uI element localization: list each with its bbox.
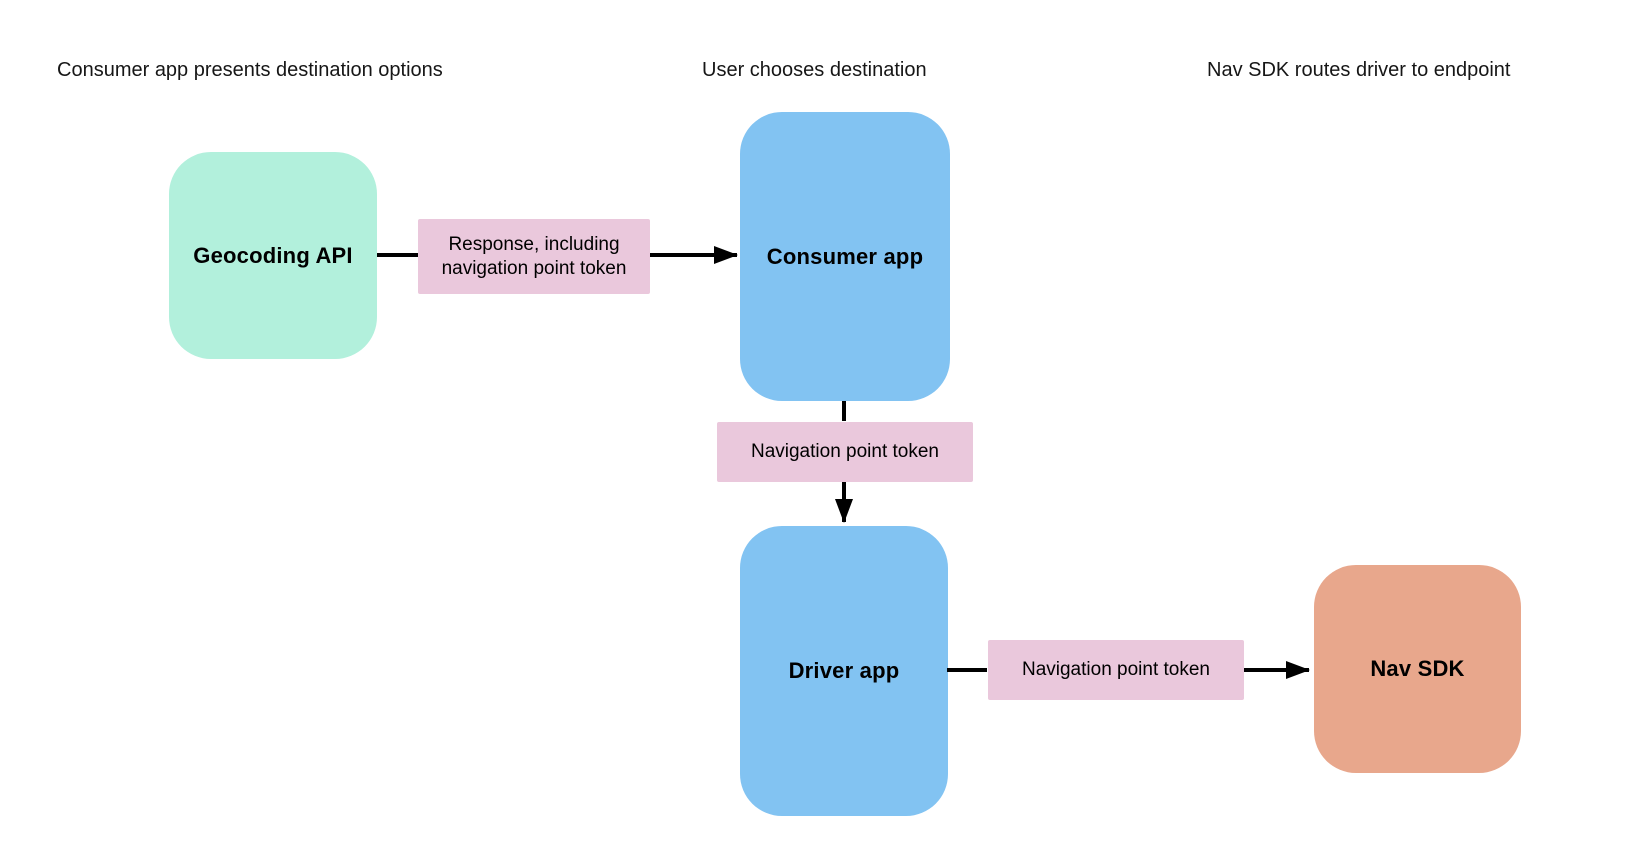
node-geocoding-api: Geocoding API — [169, 152, 377, 359]
node-driver-app: Driver app — [740, 526, 948, 816]
node-nav-sdk-label: Nav SDK — [1370, 656, 1465, 681]
edge-label-response-including-navigation-point-token: Response, including navigation point tok… — [418, 219, 650, 294]
stage-header-nav-sdk-routes-driver: Nav SDK routes driver to endpoint — [1207, 59, 1511, 81]
stage-header-user-chooses-destination: User chooses destination — [702, 59, 927, 81]
edge-label-navigation-point-token-driver-to-navsdk: Navigation point token — [988, 640, 1244, 700]
node-consumer-app: Consumer app — [740, 112, 950, 401]
node-geocoding-api-label: Geocoding API — [193, 242, 353, 268]
node-nav-sdk: Nav SDK — [1314, 565, 1521, 773]
edge-label-navigation-point-token-consumer-to-driver: Navigation point token — [717, 422, 973, 482]
node-consumer-app-label: Consumer app — [766, 243, 924, 269]
node-driver-app-label: Driver app — [788, 658, 900, 683]
stage-header-consumer-presents-options: Consumer app presents destination option… — [57, 59, 443, 81]
